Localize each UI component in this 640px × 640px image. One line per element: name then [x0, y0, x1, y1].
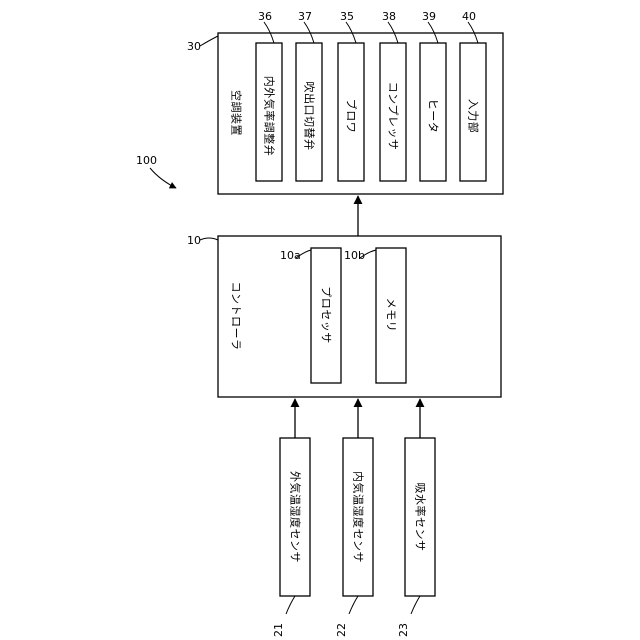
memory-label: メモリ [385, 298, 398, 333]
processor-ref: 10a [280, 249, 301, 262]
component-label: ヒータ [427, 99, 440, 134]
component-label: 内外気率調整弁 [263, 76, 277, 157]
air-conditioner-components: 36 内外気率調整弁 37 吹出口切替弁 35 ブロワ 38 コンプレッサ 39 ヒータ 40 入力部 [256, 10, 486, 181]
sensor-leader [349, 596, 358, 614]
component-label: コンプレッサ [387, 82, 400, 151]
component-ref: 39 [422, 10, 436, 23]
sensor-ref: 22 [335, 623, 348, 637]
controller-leader [200, 238, 218, 240]
sensor-leader [286, 596, 295, 614]
component-label: ブロワ [345, 99, 359, 134]
processor-label: プロセッサ [320, 286, 333, 344]
figure-ref-arrow [150, 168, 176, 188]
sensor-ref: 21 [272, 623, 285, 637]
component-ref: 37 [298, 10, 312, 23]
component-label: 入力部 [467, 99, 481, 134]
figure-ref-label: 100 [136, 154, 157, 167]
sensor-leader [411, 596, 420, 614]
air-conditioner-leader [200, 36, 218, 46]
sensor-label: 吸水率センサ [414, 483, 428, 552]
component-ref: 40 [462, 10, 476, 23]
component-ref: 38 [382, 10, 396, 23]
component-label: 吹出口切替弁 [303, 82, 317, 151]
memory-ref: 10b [344, 249, 365, 262]
sensor-group: 外気温湿度センサ 21 内気温湿度センサ 22 吸水率センサ 23 [272, 438, 435, 637]
sensor-ref: 23 [397, 623, 410, 637]
sensor-label: 外気温湿度センサ [289, 471, 303, 563]
sensor-label: 内気温湿度センサ [352, 471, 366, 563]
controller-label: コントローラ [230, 282, 243, 351]
component-ref: 35 [340, 10, 354, 23]
air-conditioner-ref: 30 [187, 40, 201, 53]
air-conditioner-label: 空調装置 [230, 90, 244, 136]
component-ref: 36 [258, 10, 272, 23]
controller-ref: 10 [187, 234, 201, 247]
